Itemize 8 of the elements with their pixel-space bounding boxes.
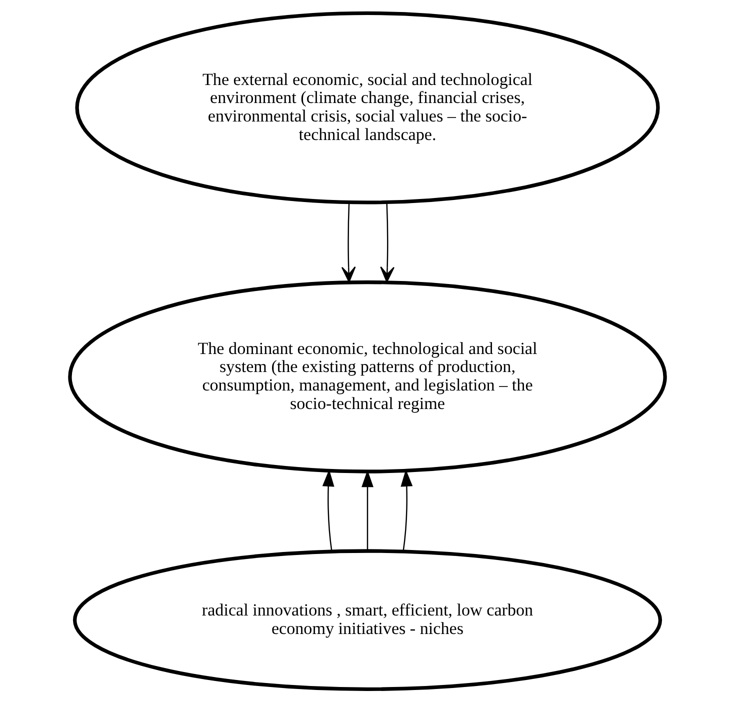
node-ellipse: The dominant economic, technological and social system (the existing patterns of production, consumption, management, and legislation – the socio-technical regime bbox=[68, 280, 666, 474]
node-ellipse: radical innovations , smart, efficient, low carbon economy initiatives - niches bbox=[72, 549, 662, 692]
arrow bbox=[380, 202, 394, 282]
arrow bbox=[340, 202, 356, 282]
arrow bbox=[400, 469, 412, 552]
node-ellipse: The external economic, social and technological environment (climate change, financial crises, environmental crisis, social values – the socio-technical landscape. bbox=[74, 11, 660, 204]
arrow bbox=[322, 469, 334, 552]
arrow bbox=[361, 470, 373, 552]
